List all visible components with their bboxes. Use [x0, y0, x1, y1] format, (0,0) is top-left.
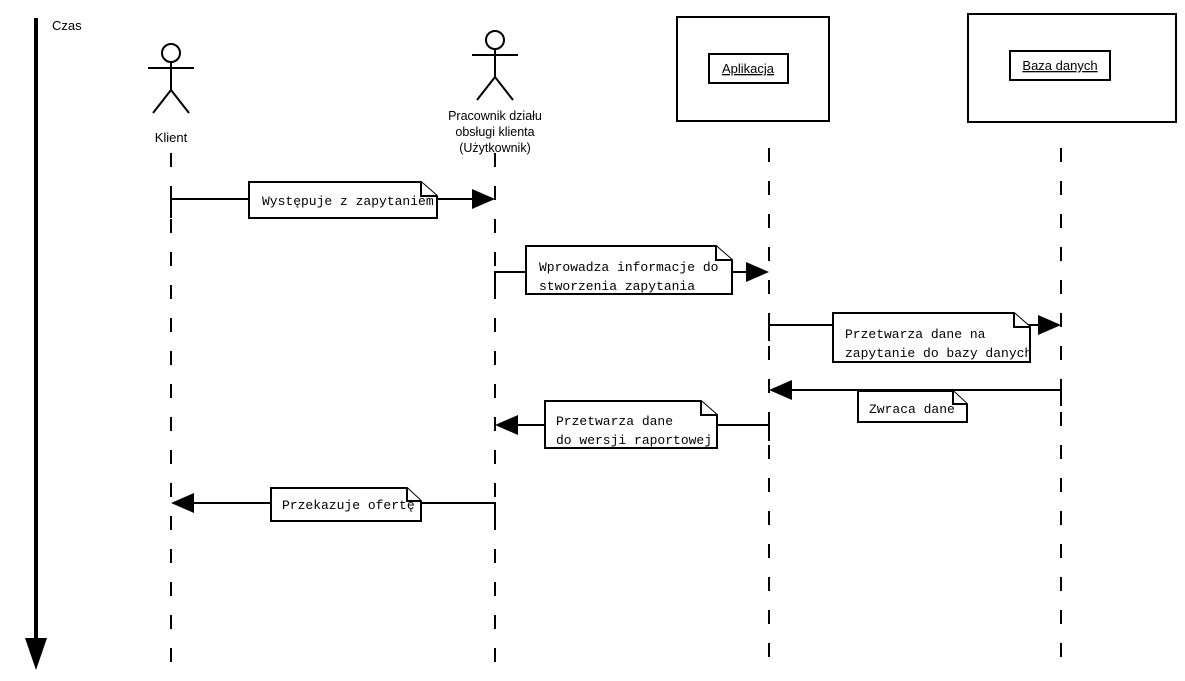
message-5-note-line2: do wersji raportowej: [556, 433, 712, 448]
object-label-baza-danych: Baza danych: [1022, 58, 1097, 73]
actor-klient[interactable]: [148, 43, 194, 114]
message-6-przekazuje-oferte[interactable]: [171, 487, 496, 522]
message-1-wystepuje-z-zapytaniem[interactable]: [170, 181, 495, 219]
message-4-note-line1: Zwraca dane: [869, 402, 955, 417]
time-axis-label: Czas: [52, 18, 82, 33]
time-axis-arrow: [25, 18, 47, 670]
message-3-przetwarza-dane-na-zapytanie-do-bazy-danych[interactable]: [768, 312, 1061, 363]
participant-label-pracownik-line3: (Użytkownik): [459, 141, 531, 155]
message-2-note-line1: Wprowadza informacje do: [539, 260, 718, 275]
participant-label-pracownik-line2: obsługi klienta: [455, 125, 534, 139]
object-box-aplikacja[interactable]: [676, 16, 830, 122]
message-3-note-line2: zapytanie do bazy danych: [845, 346, 1032, 361]
actor-pracownik-dzialu-obslugi-klienta[interactable]: [472, 30, 518, 101]
object-label-aplikacja: Aplikacja: [722, 61, 775, 76]
message-3-note-line1: Przetwarza dane na: [845, 327, 986, 342]
object-box-baza-danych[interactable]: [967, 13, 1177, 123]
message-5-przetwarza-dane-do-wersji-raportowej[interactable]: [495, 400, 770, 449]
message-2-note-line2: stworzenia zapytania: [539, 279, 695, 294]
message-5-note-line1: Przetwarza dane: [556, 414, 673, 429]
message-1-note-line1: Występuje z zapytaniem: [262, 194, 434, 209]
participant-label-klient: Klient: [155, 130, 188, 145]
message-6-note-line1: Przekazuje ofertę: [282, 498, 415, 513]
message-4-zwraca-dane[interactable]: [769, 380, 1062, 423]
participant-label-pracownik-line1: Pracownik działu: [448, 109, 542, 123]
message-2-wprowadza-informacje-do-stworzenia-zapytania[interactable]: [494, 245, 769, 295]
